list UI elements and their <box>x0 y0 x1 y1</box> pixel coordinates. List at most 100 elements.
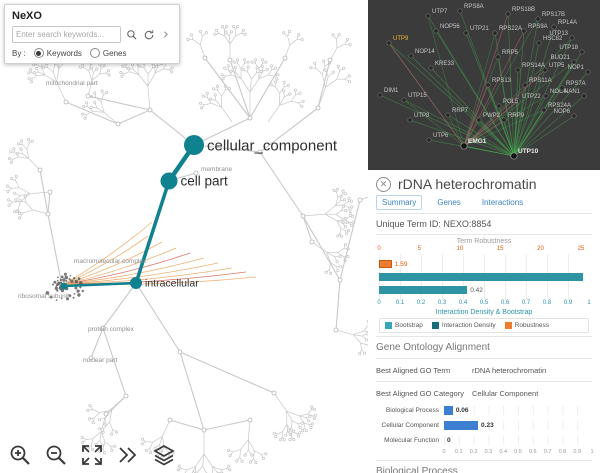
gene-node[interactable] <box>485 82 491 88</box>
gene-node[interactable] <box>542 67 548 73</box>
tree-junctions <box>37 55 363 433</box>
search-mode-row: By : Keywords Genes <box>12 48 172 58</box>
gene-label: RPS13 <box>492 78 512 84</box>
tree-term-label: mitochondrial part <box>46 80 98 87</box>
gene-node[interactable] <box>522 82 528 88</box>
panel-collapse-chevron-icon[interactable] <box>159 28 172 41</box>
gene-node[interactable] <box>571 113 577 119</box>
tree-term-label: macromolecular complex <box>74 258 147 265</box>
gene-node[interactable] <box>551 24 557 30</box>
radio-genes-circle[interactable] <box>89 48 100 58</box>
gene-node[interactable] <box>535 16 541 22</box>
expand-branches-button[interactable] <box>116 443 140 467</box>
app-title: NeXO <box>12 10 42 22</box>
radio-genes[interactable]: Genes <box>89 48 126 58</box>
canvas-toolbar <box>8 443 176 467</box>
divider <box>376 234 592 235</box>
tree-node[interactable] <box>160 172 178 190</box>
gene-node[interactable] <box>536 40 542 46</box>
tree-node-label: cellular_component <box>207 137 338 154</box>
gene-label: PWP2 <box>483 113 501 119</box>
zoom-out-button[interactable] <box>44 443 68 467</box>
tree-node[interactable] <box>130 277 142 289</box>
cluster-node[interactable] <box>60 282 68 290</box>
gene-node[interactable] <box>377 92 383 98</box>
gene-node[interactable] <box>457 8 463 14</box>
gene-node[interactable] <box>492 30 498 36</box>
gene-label: UTP8 <box>414 113 430 119</box>
gene-node[interactable] <box>543 93 549 99</box>
detail-header: ✕ rDNA heterochromatin <box>376 176 592 192</box>
reset-icon[interactable] <box>142 28 155 41</box>
search-icon[interactable] <box>125 28 138 41</box>
gene-node[interactable] <box>495 54 501 60</box>
gene-label: RPS14A <box>522 63 545 69</box>
gene-node[interactable] <box>521 28 527 34</box>
term-detail-panel: ✕ rDNA heterochromatin Summary Genes Int… <box>368 170 600 473</box>
gene-label: UTP18 <box>559 45 578 51</box>
gene-node[interactable] <box>445 112 451 118</box>
tab-summary[interactable]: Summary <box>376 195 423 210</box>
zoom-in-button[interactable] <box>8 443 32 467</box>
layers-button[interactable] <box>152 443 176 467</box>
gene-node[interactable] <box>541 107 547 113</box>
gene-node[interactable] <box>496 103 502 109</box>
legend-swatch <box>431 322 439 329</box>
gene-node[interactable] <box>559 85 565 91</box>
go-alignment-header: Gene Ontology Alignment <box>376 342 490 353</box>
radio-keywords[interactable]: Keywords <box>33 48 82 58</box>
close-icon[interactable]: ✕ <box>376 176 391 192</box>
gene-node[interactable] <box>510 152 518 160</box>
gene-node[interactable] <box>407 117 413 123</box>
gene-node[interactable] <box>408 53 414 59</box>
gene-node[interactable] <box>579 49 585 55</box>
gene-node[interactable] <box>515 98 521 104</box>
gene-label: RPS8A <box>464 4 484 10</box>
tree-node-label: cell part <box>181 174 229 189</box>
gene-node[interactable] <box>571 59 577 65</box>
gene-label: UTP21 <box>470 26 489 32</box>
gene-label: RPS7A <box>566 81 586 87</box>
go-term-label: Best Aligned GO Term <box>376 366 451 375</box>
tab-interactions[interactable]: Interactions <box>481 198 524 207</box>
gene-node[interactable] <box>386 40 392 46</box>
gene-node[interactable] <box>460 142 468 150</box>
gene-node[interactable] <box>585 69 591 75</box>
gene-node[interactable] <box>476 117 482 123</box>
tab-genes[interactable]: Genes <box>437 198 461 207</box>
legend-swatch <box>385 322 392 329</box>
gene-node[interactable] <box>426 137 432 143</box>
radio-keywords-circle[interactable] <box>33 48 44 58</box>
interaction-density-bar <box>379 286 468 294</box>
gene-node[interactable] <box>501 117 507 123</box>
gene-node[interactable] <box>463 30 469 36</box>
go-term-value: rDNA heterochromatin <box>472 366 547 375</box>
gene-node[interactable] <box>425 13 431 19</box>
fit-to-screen-button[interactable] <box>80 443 104 467</box>
gene-node[interactable] <box>569 35 575 41</box>
tree-node[interactable] <box>184 135 204 155</box>
detail-tabs: Summary Genes Interactions <box>376 195 592 210</box>
by-label: By : <box>12 48 26 58</box>
search-row <box>12 26 172 43</box>
gene-label: NOP56 <box>440 24 460 30</box>
tree-node-label: intracellular <box>145 278 199 290</box>
gene-node[interactable] <box>401 97 407 103</box>
gene-node[interactable] <box>505 11 511 17</box>
gene-label: UTP5 <box>549 63 565 69</box>
gene-node[interactable] <box>428 65 434 71</box>
search-input[interactable] <box>12 26 121 43</box>
divider <box>376 358 592 359</box>
gene-node[interactable] <box>433 28 439 34</box>
gene-node[interactable] <box>515 67 521 73</box>
gene-label: NOP14 <box>415 49 435 55</box>
legend-swatch <box>504 322 512 329</box>
gene-node[interactable] <box>581 93 587 99</box>
